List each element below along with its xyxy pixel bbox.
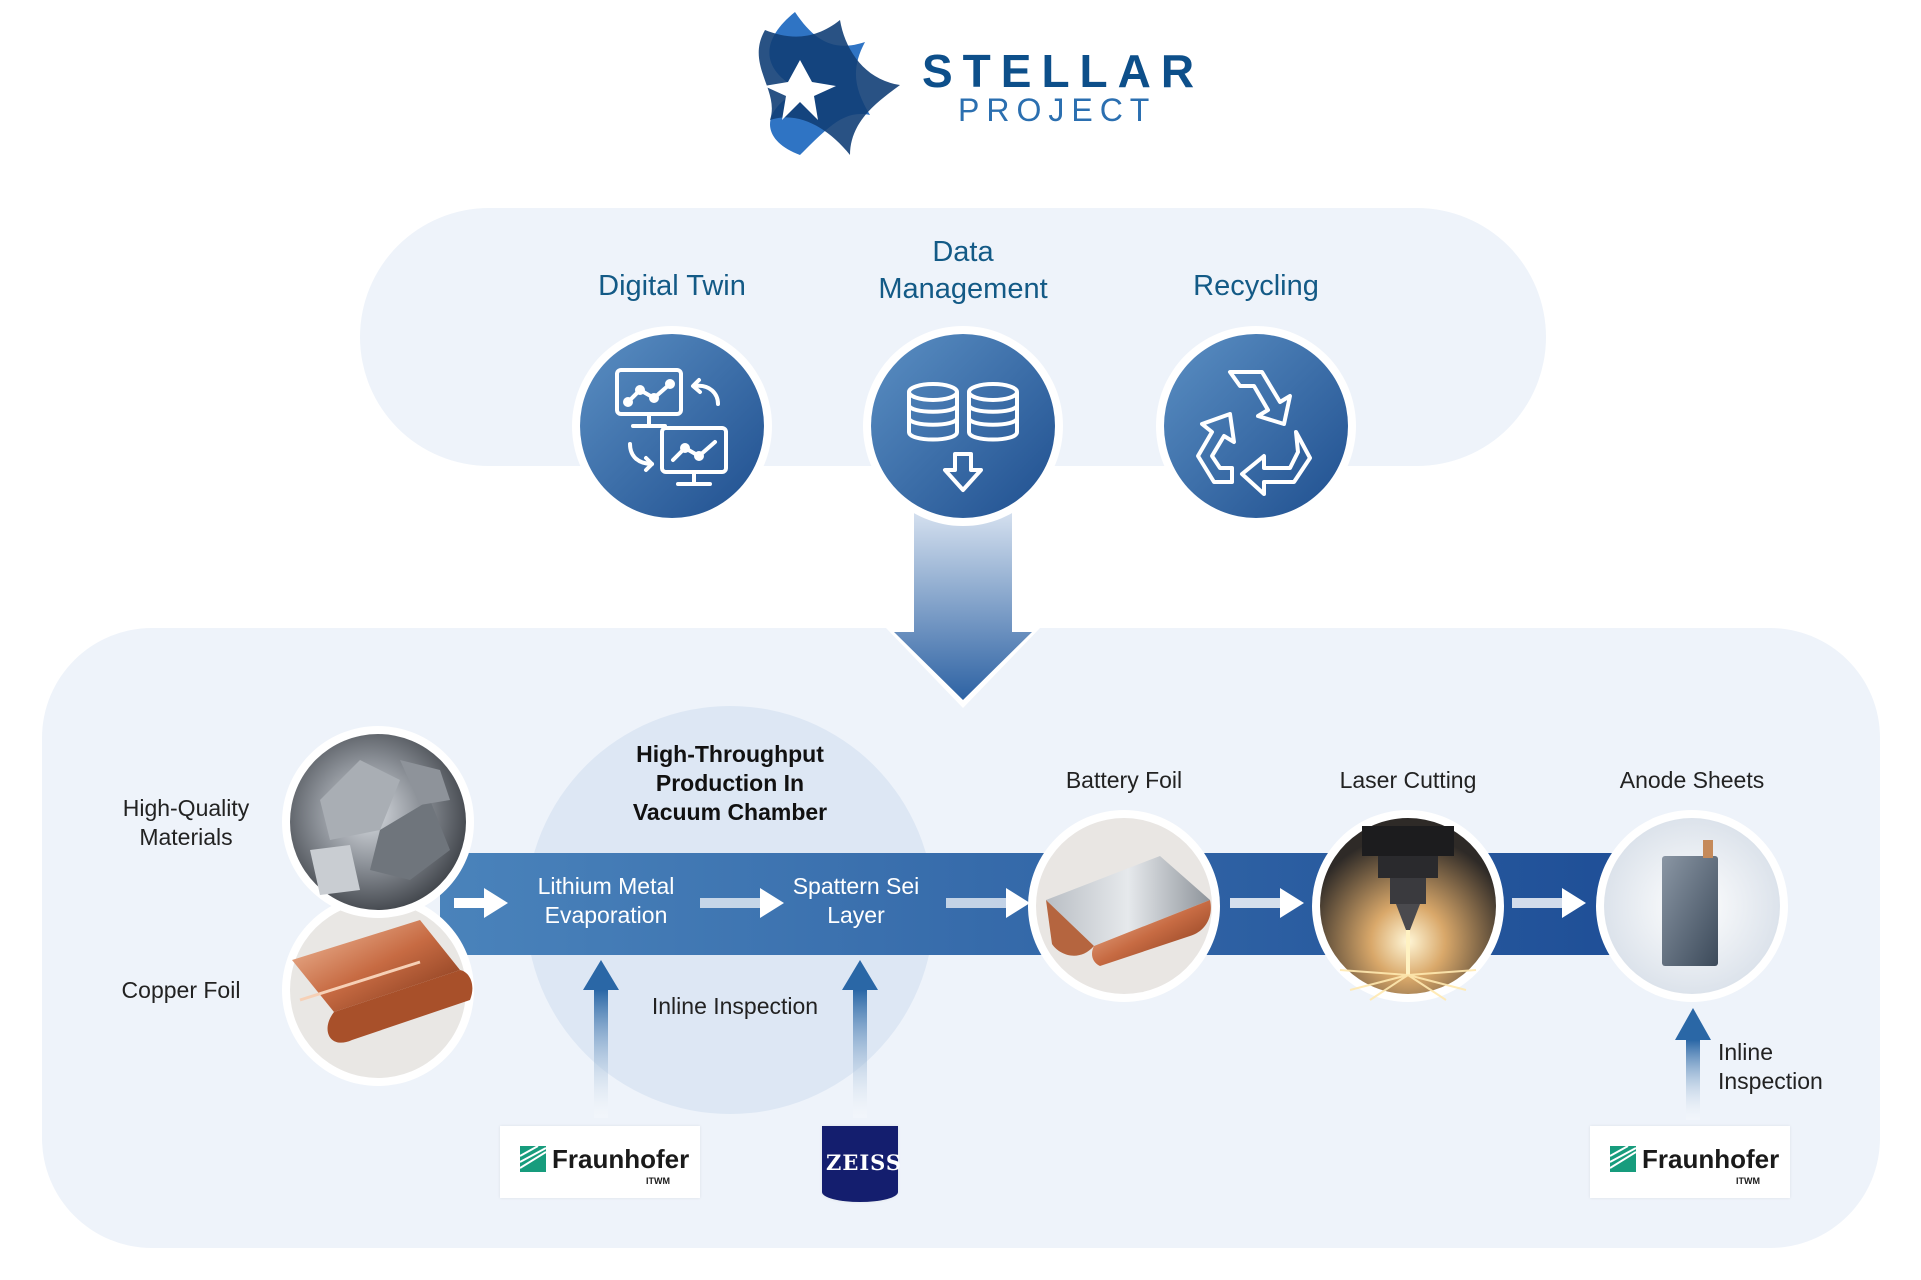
recycle-icon: [1196, 370, 1312, 496]
fraunhofer-mark-icon: [1610, 1146, 1636, 1172]
fraunhofer-logo-1: Fraunhofer ITWM: [500, 1126, 700, 1198]
stellar-logo-icon: [758, 12, 900, 155]
inspection-arrow-fraunhofer-1: [583, 960, 619, 1118]
fraunhofer-name-1: Fraunhofer: [552, 1144, 690, 1174]
fraunhofer-sub-1: ITWM: [646, 1176, 670, 1186]
flow-arrow-1: [454, 888, 508, 918]
recycling-label: Recycling: [1193, 270, 1319, 302]
materials-label-line2: Materials: [139, 824, 233, 850]
inspection-arrow-zeiss: [842, 960, 878, 1118]
data-management-label-line1: Data: [932, 236, 994, 268]
materials-label-line1: High-Quality: [122, 795, 250, 821]
fraunhofer-logo-2: Fraunhofer ITWM: [1590, 1126, 1790, 1198]
zeiss-logo: ZEISS: [822, 1126, 901, 1202]
inline-inspection-chamber-label: Inline Inspection: [651, 993, 819, 1019]
inline-inspection-right-label: Inline Inspection: [1718, 1038, 1828, 1096]
flow-arrow-5: [1512, 888, 1586, 918]
category-title-digital-twin: Digital Twin: [552, 268, 792, 305]
digital-twin-label: Digital Twin: [598, 270, 746, 302]
sei-layer-label-line2: Layer: [827, 902, 885, 928]
zeiss-name: ZEISS: [826, 1150, 903, 1175]
evaporation-step-label: Lithium Metal Evaporation: [516, 872, 696, 930]
copper-foil-image: [282, 894, 474, 1086]
fraunhofer-name-2: Fraunhofer: [1642, 1144, 1780, 1174]
recycling-circle: [1156, 326, 1356, 526]
sei-layer-step-label: Spattern Sei Layer: [766, 872, 946, 930]
copper-foil-label: Copper Foil: [121, 977, 241, 1003]
evaporation-label-line2: Evaporation: [544, 902, 668, 928]
battery-foil-label: Battery Foil: [1065, 767, 1183, 793]
sei-layer-label-line1: Spattern Sei: [792, 873, 920, 899]
inline-inspection-right-line1: Inline: [1718, 1039, 1773, 1065]
logo-title: STELLAR: [922, 45, 1205, 97]
anode-sheets-label: Anode Sheets: [1619, 767, 1765, 793]
chamber-title-line3: Vacuum Chamber: [632, 799, 828, 825]
evaporation-label-line1: Lithium Metal: [537, 873, 675, 899]
anode-sheets-image: [1596, 810, 1788, 1002]
database-icon: [907, 382, 1019, 492]
materials-label: High-Quality Materials: [96, 794, 276, 852]
fraunhofer-mark-icon: [520, 1146, 546, 1172]
laser-cutting-label: Laser Cutting: [1339, 767, 1477, 793]
digital-twin-icon: [615, 368, 728, 486]
chamber-title-line1: High-Throughput: [636, 741, 824, 767]
logo-subtitle: PROJECT: [958, 92, 1157, 128]
inspection-arrow-fraunhofer-2: [1675, 1008, 1711, 1120]
data-management-circle: [863, 326, 1063, 526]
data-management-label-line2: Management: [878, 273, 1048, 305]
flow-arrow-3: [946, 888, 1030, 918]
flow-arrow-2: [700, 888, 784, 918]
vacuum-chamber-title: High-Throughput Production In Vacuum Cha…: [600, 740, 860, 827]
fraunhofer-sub-2: ITWM: [1736, 1176, 1760, 1186]
down-arrow-large: [886, 505, 1040, 708]
laser-cutting-image: [1312, 810, 1504, 1002]
battery-foil-image: [1028, 810, 1220, 1002]
flow-arrow-4: [1230, 888, 1304, 918]
category-title-recycling: Recycling: [1136, 268, 1376, 305]
inline-inspection-right-line2: Inspection: [1718, 1068, 1823, 1094]
chamber-title-line2: Production In: [655, 770, 805, 796]
high-quality-materials-image: [282, 726, 474, 918]
category-title-data-management: Data Management: [843, 234, 1083, 308]
